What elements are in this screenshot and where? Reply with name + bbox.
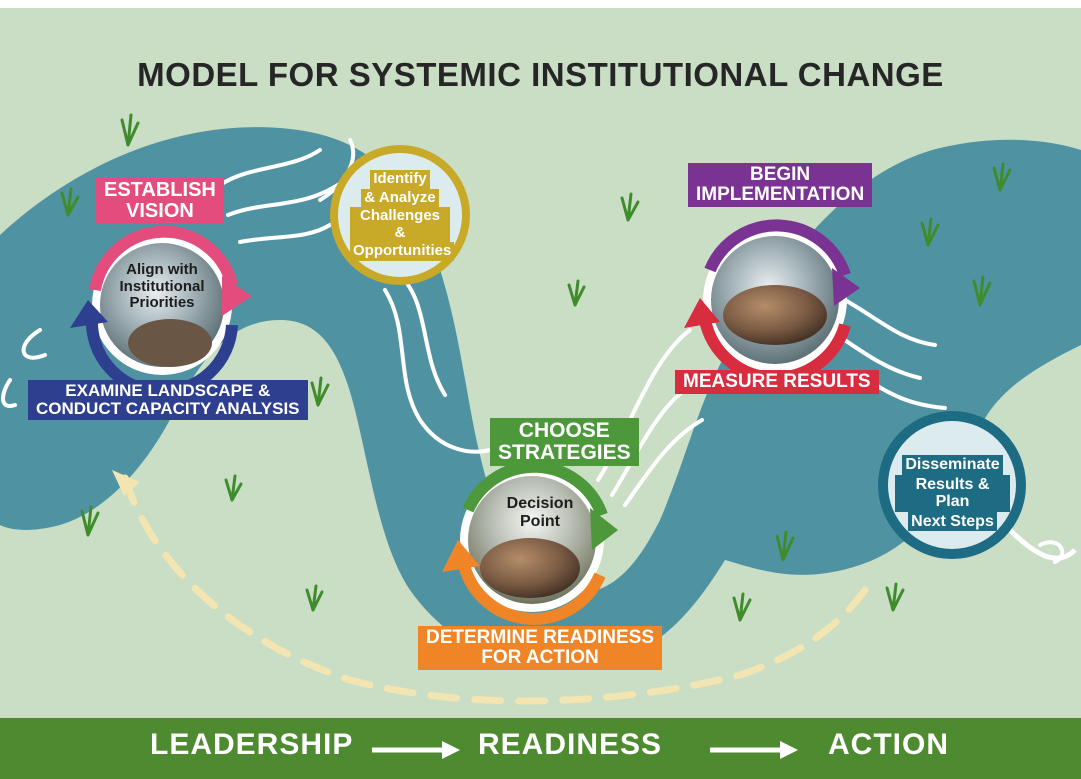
progress-path [121,474,869,705]
readiness-label: DETERMINE READINESS FOR ACTION [418,626,663,670]
decision-line-2: Point [520,512,560,530]
disseminate-line-1: Disseminate [902,455,1003,475]
progress-path-arrowhead [112,470,140,496]
landscape-line-1: EXAMINE LANDSCAPE & [65,381,271,400]
diagram-title: MODEL FOR SYSTEMIC INSTITUTIONAL CHANGE [137,56,944,93]
strategies-label: CHOOSE STRATEGIES [490,418,639,467]
align-text: Align with Institutional Priorities [102,261,222,312]
implementation-line-2: IMPLEMENTATION [696,183,865,205]
implementation-label: BEGIN IMPLEMENTATION [688,163,873,207]
align-line-1: Align with [126,261,198,278]
disseminate-line-3: Next Steps [908,511,997,532]
strategies-line-1: CHOOSE [518,419,610,442]
readiness-line-1: DETERMINE READINESS [426,627,655,648]
disseminate-line-2: Results & Plan [895,474,1010,512]
align-line-3: Priorities [129,294,195,311]
landscape-line-2: CONDUCT CAPACITY ANALYSIS [36,398,300,418]
long-right-arrow-icon [710,741,798,759]
footer-leadership: LEADERSHIP [150,728,354,761]
identify-text: Identify & Analyze Challenges & Opportun… [350,170,455,261]
identify-line-1: Identify [370,170,430,189]
top-margin [0,0,1081,8]
grass-tufts [60,113,1012,622]
long-right-arrow-icon [372,741,460,759]
disseminate-text: Disseminate Results & Plan Next Steps [895,455,1010,532]
footer-bar: LEADERSHIP READINESS ACTION [0,718,1081,779]
decision-text: Decision Point [490,495,590,530]
landscape-label: EXAMINE LANDSCAPE & CONDUCT CAPACITY ANA… [28,380,308,420]
strategies-cycle [442,460,618,625]
identify-line-4: Opportunities [350,242,455,261]
vision-label: ESTABLISH VISION [96,178,224,224]
decision-line-1: Decision [506,495,574,512]
measure-label: MEASURE RESULTS [675,370,879,394]
footer-action: ACTION [828,728,949,761]
implementation-line-1: BEGIN [749,164,811,185]
identify-line-2: & Analyze [361,188,439,207]
vision-line-1: ESTABLISH [104,179,216,201]
align-line-2: Institutional [119,277,205,295]
vision-line-2: VISION [126,200,194,222]
readiness-line-2: FOR ACTION [481,646,599,668]
footer-readiness: READINESS [478,728,663,761]
implementation-cycle [684,219,860,384]
strategies-line-2: STRATEGIES [498,441,631,465]
identify-line-3: Challenges & [350,207,450,242]
